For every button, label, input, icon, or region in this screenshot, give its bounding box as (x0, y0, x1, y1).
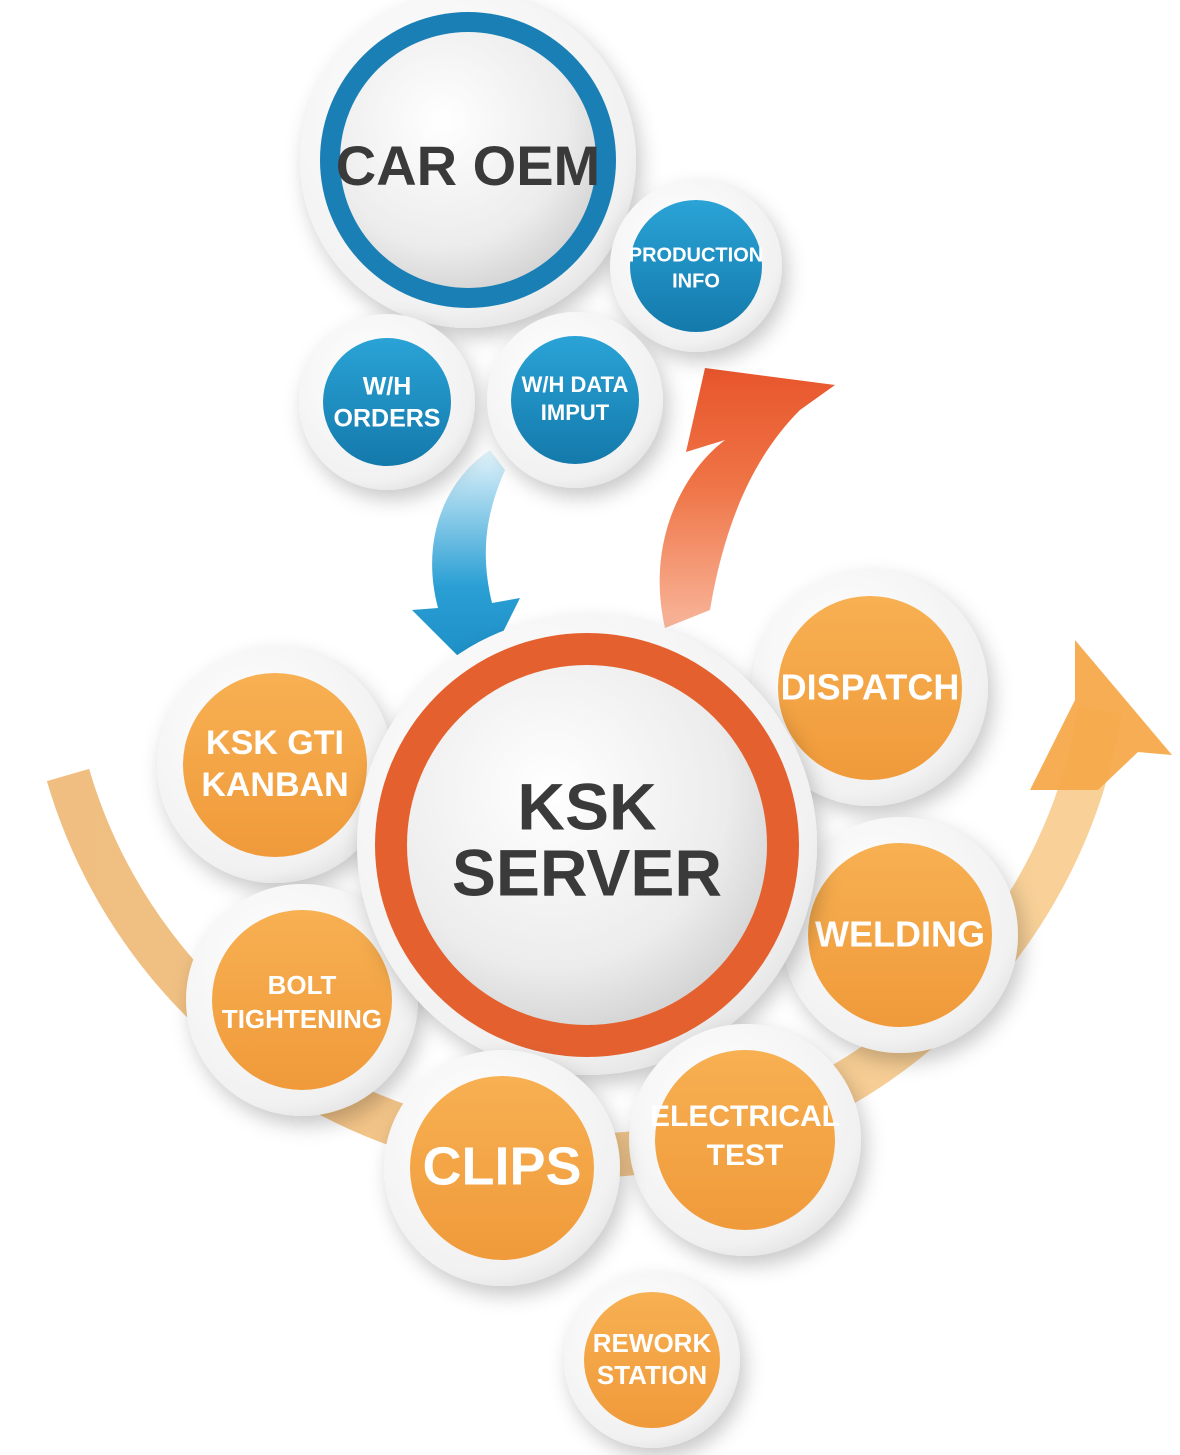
clips-node: CLIPS (384, 1050, 620, 1286)
ksk-gti-kanban-line1: KSK GTI (206, 724, 344, 762)
rework-station-line2: STATION (597, 1360, 707, 1390)
bolt-tightening-line2: TIGHTENING (222, 1004, 382, 1034)
ksk-gti-kanban-node: KSK GTI KANBAN (157, 647, 393, 883)
rework-station-line1: REWORK (593, 1328, 712, 1358)
wh-data-imput-node: W/H DATA IMPUT (487, 312, 663, 488)
up-arrow (659, 368, 835, 628)
down-arrow (412, 450, 520, 678)
ksk-server-line1: KSK (517, 769, 657, 843)
clips-label: CLIPS (422, 1136, 581, 1196)
wh-orders-line1: W/H (363, 373, 412, 401)
ksk-gti-kanban-line2: KANBAN (201, 766, 348, 804)
welding-node: WELDING (782, 817, 1018, 1053)
car-oem-hub: CAR OEM (300, 0, 636, 328)
ksk-server-hub: KSK SERVER (357, 615, 817, 1075)
ksk-server-line2: SERVER (452, 835, 722, 909)
wh-data-imput-line2: IMPUT (541, 400, 610, 425)
bolt-tightening-line1: BOLT (268, 970, 337, 1000)
dispatch-node: DISPATCH (752, 570, 988, 806)
wh-orders-line2: ORDERS (334, 405, 441, 433)
electrical-test-node: ELECTRICAL TEST (629, 1024, 861, 1256)
production-info-node: PRODUCTION INFO (610, 180, 782, 352)
rework-station-node: REWORK STATION (564, 1272, 740, 1448)
electrical-test-line2: TEST (707, 1139, 784, 1172)
bolt-tightening-node: BOLT TIGHTENING (186, 884, 418, 1116)
car-oem-label: CAR OEM (336, 134, 600, 197)
electrical-test-line1: ELECTRICAL (650, 1100, 840, 1133)
wh-data-imput-line1: W/H DATA (522, 372, 629, 397)
production-info-line2: INFO (672, 270, 720, 292)
welding-label: WELDING (815, 914, 985, 955)
dispatch-label: DISPATCH (781, 667, 960, 708)
production-info-line1: PRODUCTION (629, 244, 763, 266)
wh-orders-node: W/H ORDERS (299, 314, 475, 490)
